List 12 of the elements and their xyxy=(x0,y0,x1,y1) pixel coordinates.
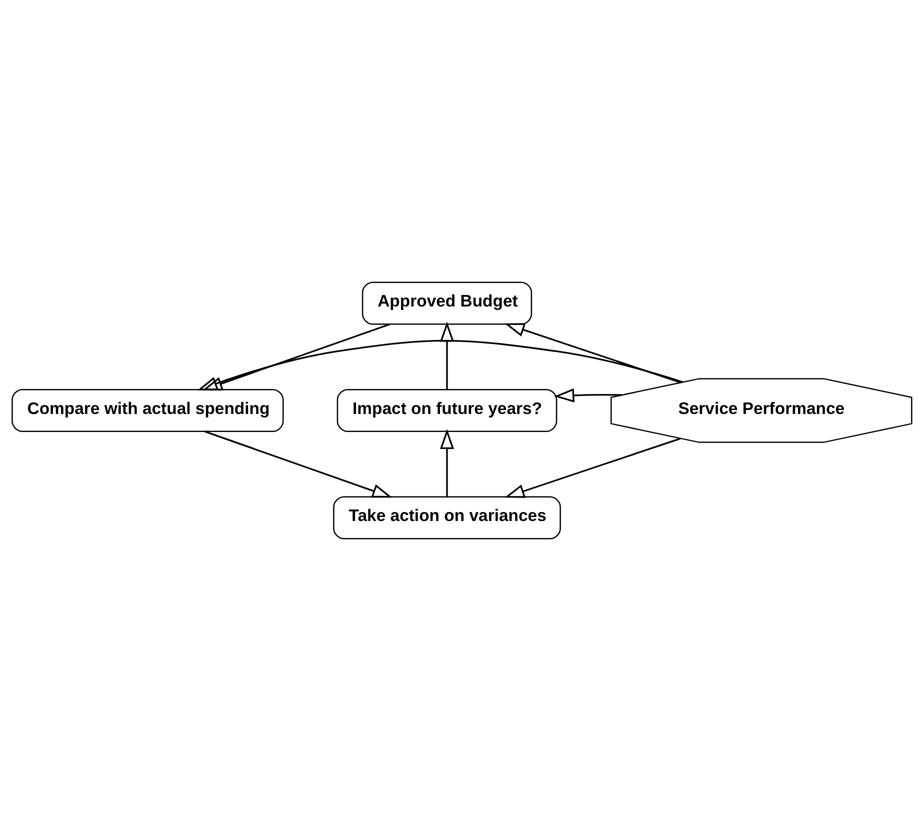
arrow xyxy=(204,430,392,498)
arrow xyxy=(197,339,683,390)
arrow xyxy=(440,321,454,389)
arrow xyxy=(504,322,681,383)
arrow xyxy=(504,437,681,498)
arrow xyxy=(554,388,622,402)
arrow xyxy=(202,322,390,390)
node-box: Impact on future years? xyxy=(336,388,558,432)
node-box: Compare with actual spending xyxy=(12,388,284,432)
node-box: Take action on variances xyxy=(333,496,561,539)
arrow xyxy=(440,428,454,496)
node-box: Approved Budget xyxy=(362,281,532,324)
